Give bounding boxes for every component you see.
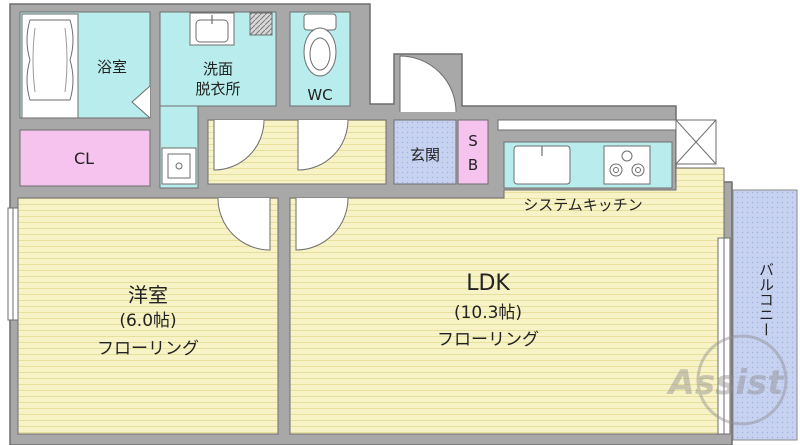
washroom-door [213, 119, 265, 171]
western-room [7, 197, 279, 435]
washroom-label-line2: 脱衣所 [195, 80, 240, 98]
entrance-label: 玄関 [410, 146, 440, 164]
wc-door [297, 119, 349, 171]
closet-label: CL [74, 149, 94, 168]
ldk-room [289, 167, 731, 435]
bathroom [19, 11, 151, 119]
shoe-box-label-b: B [468, 156, 478, 174]
ldk-floor: フローリング [437, 330, 539, 350]
ldk-name: LDK [466, 271, 510, 296]
balcony-label: バルコニー [757, 262, 775, 337]
watermark-text: Assist [666, 363, 786, 403]
western-room-size: (6.0帖) [119, 311, 176, 331]
kitchen [497, 119, 717, 189]
sink-icon [189, 12, 235, 46]
labels: 浴室 洗面 脱衣所 WC 玄関 S B CL システムキッチン 洋室 (6.0帖… [74, 58, 775, 359]
ldk-size: (10.3帖) [454, 303, 522, 323]
western-room-floor: フローリング [97, 339, 199, 359]
refrigerator-space [675, 119, 717, 165]
bath-label: 浴室 [97, 58, 127, 76]
western-room-name: 洋室 [128, 283, 168, 307]
bath-door [131, 85, 151, 119]
balcony [732, 189, 798, 441]
assist-watermark: Assist [666, 334, 788, 426]
entrance-door [399, 55, 457, 113]
shoe-box [457, 119, 489, 185]
washroom-label-line1: 洗面 [203, 60, 233, 78]
bathtub-icon [21, 13, 79, 119]
wc [289, 11, 351, 107]
washing-machine-icon [161, 147, 197, 185]
wc-label: WC [307, 86, 332, 104]
interior-doors [213, 119, 349, 251]
washroom [159, 11, 277, 189]
ldk-door [295, 197, 349, 251]
kitchen-sink-icon [513, 145, 571, 185]
stove-icon [603, 145, 651, 185]
western-room-door [217, 197, 271, 251]
shoe-box-label-s: S [468, 132, 478, 150]
kitchen-label: システムキッチン [523, 196, 643, 214]
entrance [393, 55, 457, 185]
drain-hatch [249, 12, 273, 36]
toilet-icon [303, 13, 337, 77]
